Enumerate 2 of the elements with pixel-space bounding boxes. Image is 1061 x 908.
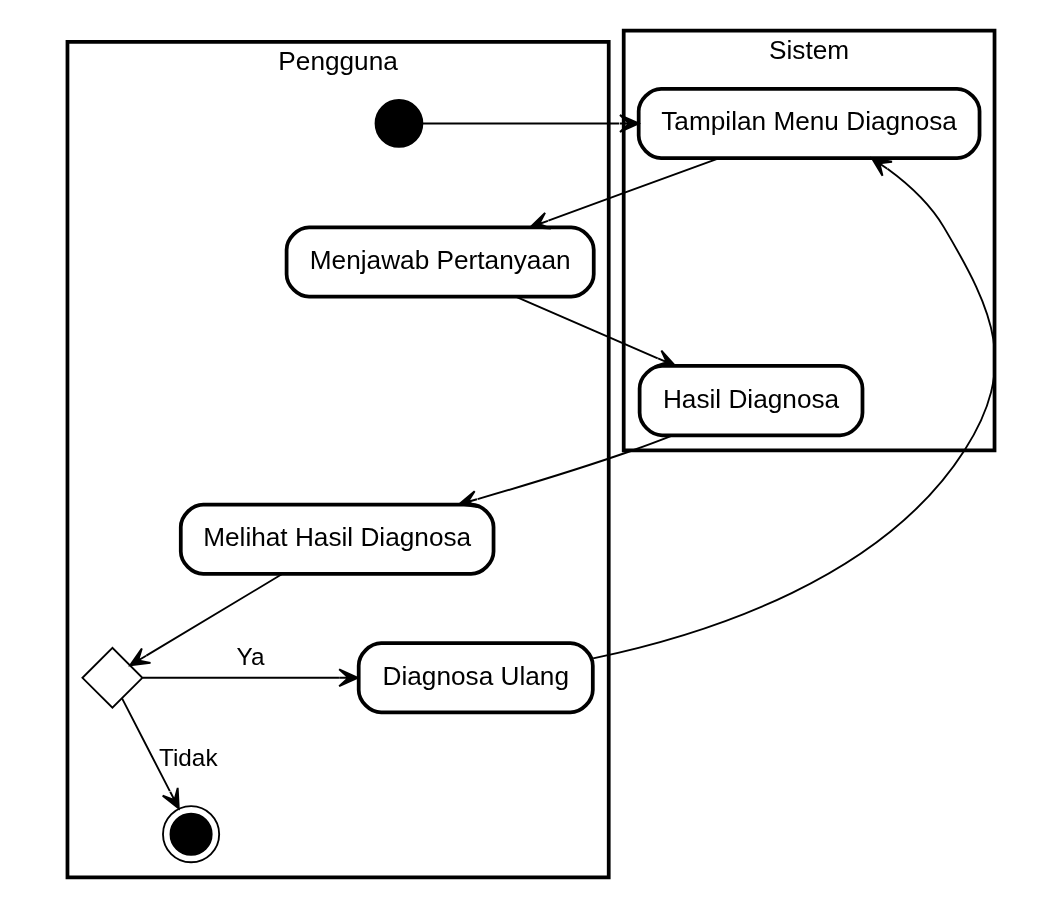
edge-label: Ya <box>236 643 265 671</box>
edge-label: Tidak <box>158 743 218 771</box>
